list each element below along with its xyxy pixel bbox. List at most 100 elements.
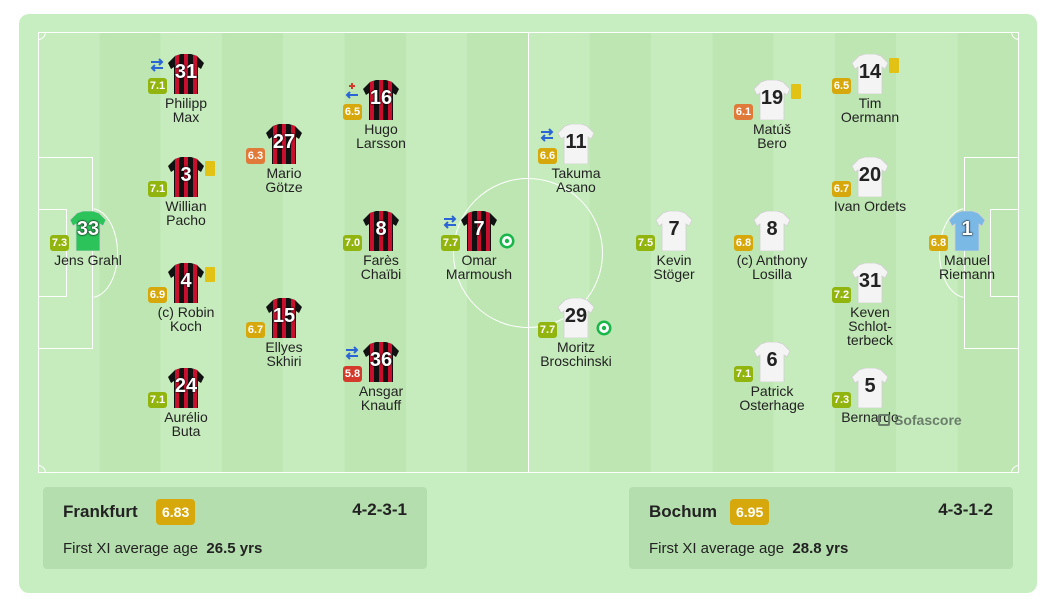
player-rating-badge: 7.7 — [441, 235, 460, 251]
shirt-number: 7 — [473, 218, 485, 240]
player-name: Patrick Osterhage — [739, 383, 805, 413]
shirt-number: 16 — [369, 87, 393, 109]
player-rating-badge: 7.0 — [343, 235, 362, 251]
age-value: 26.5 yrs — [206, 540, 263, 557]
player-name: (c) Anthony Losilla — [736, 252, 808, 282]
player-name: Bernardo — [841, 409, 899, 425]
player-rating-badge: 7.7 — [538, 322, 557, 338]
substitution-icon — [540, 128, 554, 142]
player-name: Ellyes Skhiri — [265, 339, 303, 369]
shirt-number: 3 — [180, 164, 192, 186]
shirt-number: 8 — [375, 218, 387, 240]
center-circle — [453, 178, 603, 328]
yellow-card-icon — [205, 267, 215, 282]
home-team-name: Frankfurt — [63, 502, 138, 521]
player-name: Ivan Ordets — [833, 198, 907, 214]
player-rating-badge: 6.7 — [832, 181, 851, 197]
substitution-icon — [150, 58, 164, 72]
player-name: Matúš Bero — [752, 121, 792, 151]
player-name: Hugo Larsson — [356, 121, 406, 151]
player-rating-badge: 6.8 — [929, 235, 948, 251]
jersey-icon: 1 — [949, 211, 985, 251]
pitch-outline — [38, 32, 1019, 473]
jersey-icon: 24 — [168, 368, 204, 408]
jersey-icon: 31 — [852, 263, 888, 303]
away-average-age: First XI average age 28.8 yrs — [649, 540, 848, 557]
player-name: Ansgar Knauff — [358, 383, 404, 413]
jersey-icon: 19 — [754, 80, 790, 120]
away-team-rating-badge: 6.95 — [730, 499, 770, 525]
player-rating-badge: 7.3 — [832, 392, 851, 408]
away-formation: 4-3-1-2 — [938, 500, 993, 519]
away-penalty-area — [964, 157, 1019, 349]
player-rating-badge: 6.8 — [734, 235, 753, 251]
jersey-icon: 31 — [168, 54, 204, 94]
player-rating-badge: 6.5 — [343, 104, 362, 120]
player-name: Omar Marmoush — [445, 252, 513, 282]
jersey-icon: 11 — [558, 124, 594, 164]
player-name: Manuel Riemann — [938, 252, 996, 282]
goal-ball-icon — [596, 320, 612, 336]
jersey-icon: 20 — [852, 157, 888, 197]
jersey-icon: 33 — [70, 211, 106, 251]
player-name: Mario Götze — [265, 165, 303, 195]
shirt-number: 24 — [174, 375, 198, 397]
pitch — [38, 32, 1019, 473]
yellow-card-icon — [205, 161, 215, 176]
player-name: Willian Pacho — [165, 198, 207, 228]
jersey-icon: 3 — [168, 157, 204, 197]
player-rating-badge: 7.1 — [148, 181, 167, 197]
jersey-icon: 7 — [461, 211, 497, 251]
player-name: Takuma Asano — [551, 165, 601, 195]
player-name: (c) Robin Koch — [157, 304, 215, 334]
player-name: Keven Schlot- terbeck — [847, 304, 893, 348]
away-team-summary[interactable]: Bochum 6.95 4-3-1-2 First XI average age… — [629, 487, 1013, 569]
jersey-icon: 27 — [266, 124, 302, 164]
age-value: 28.8 yrs — [792, 540, 849, 557]
player-rating-badge: 7.1 — [148, 392, 167, 408]
home-team-summary[interactable]: Frankfurt 6.83 4-2-3-1 First XI average … — [43, 487, 427, 569]
player-rating-badge: 5.8 — [343, 366, 362, 382]
shirt-number: 31 — [858, 270, 882, 292]
age-label: First XI average age — [649, 540, 785, 557]
shirt-number: 11 — [565, 131, 587, 153]
home-formation: 4-2-3-1 — [352, 500, 407, 519]
player-rating-badge: 6.5 — [832, 78, 851, 94]
player-rating-badge: 7.1 — [148, 78, 167, 94]
home-goal-area — [38, 209, 67, 297]
player-rating-badge: 6.3 — [246, 148, 265, 164]
player-name: Moritz Broschinski — [540, 339, 612, 369]
jersey-icon: 15 — [266, 298, 302, 338]
jersey-icon: 4 — [168, 263, 204, 303]
player-rating-badge: 7.1 — [734, 366, 753, 382]
yellow-card-icon — [791, 84, 801, 99]
goal-ball-icon — [499, 233, 515, 249]
shirt-number: 5 — [864, 375, 876, 397]
player-name: Tim Oermann — [840, 95, 900, 125]
away-team-name: Bochum — [649, 502, 717, 521]
player-rating-badge: 7.5 — [636, 235, 655, 251]
player-name: Kevin Stöger — [653, 252, 695, 282]
